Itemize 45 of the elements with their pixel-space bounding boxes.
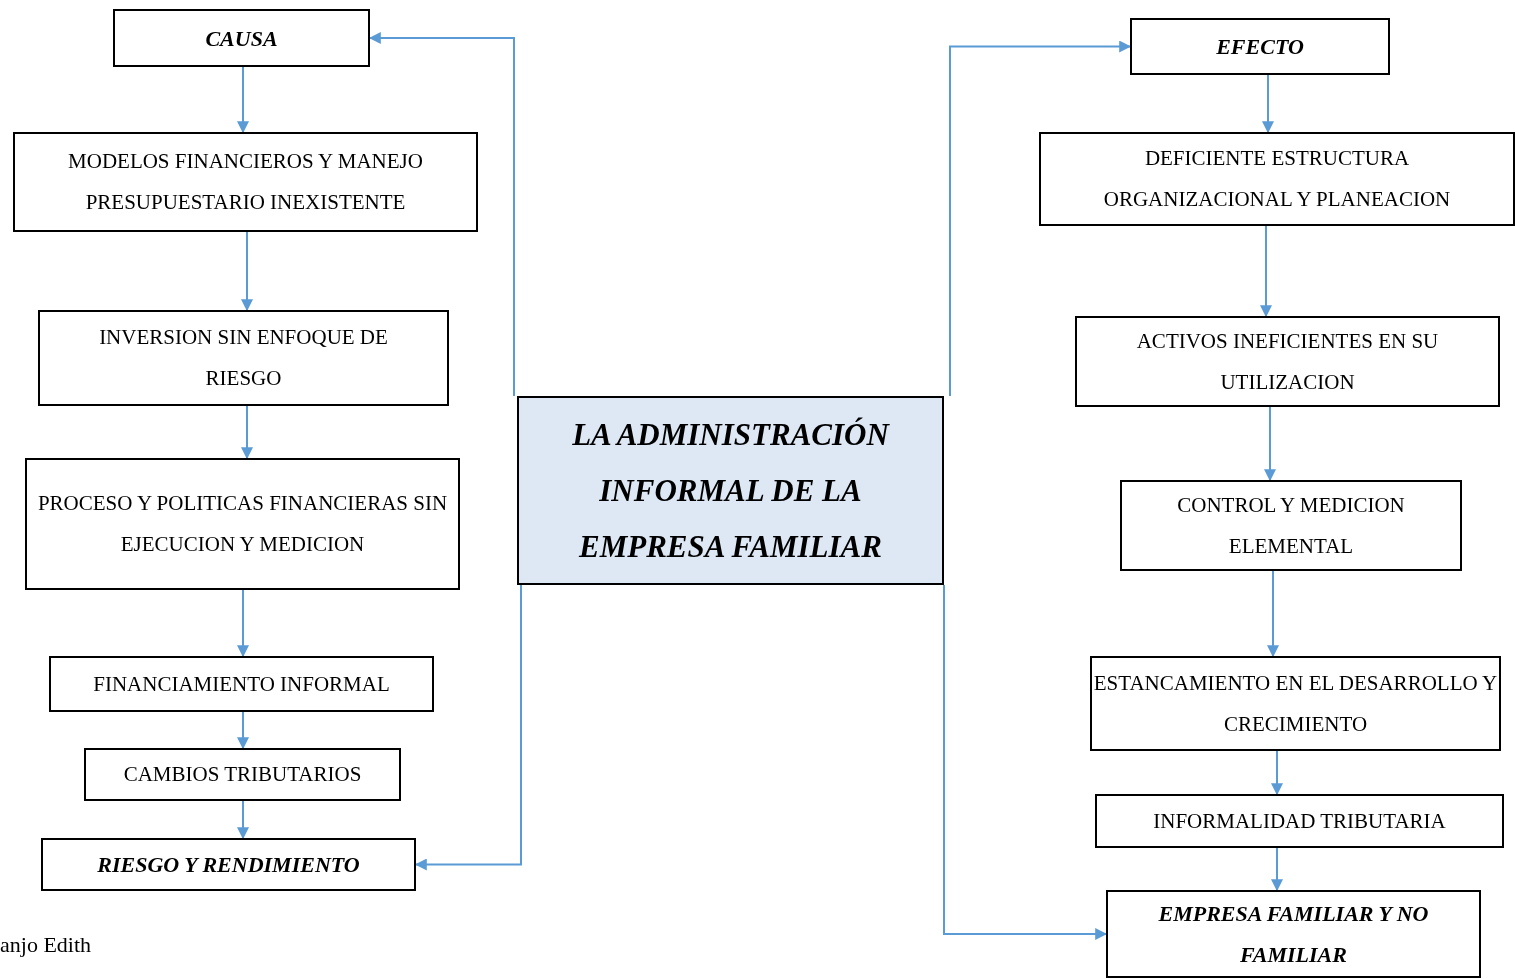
box-text: FINANCIAMIENTO INFORMAL (93, 670, 390, 698)
box-text: EMPRESA FAMILIAR Y NO FAMILIAR (1157, 900, 1430, 969)
box-text: EFECTO (1216, 33, 1304, 61)
central-topic-box (517, 396, 944, 585)
box-text: ACTIVOS INEFICIENTES EN SU UTILIZACION (1135, 327, 1440, 396)
process-box (13, 132, 478, 232)
arrow (1262, 74, 1274, 134)
box-text: PROCESO Y POLITICAS FINANCIERAS SIN EJECUCION Y MEDICION (36, 490, 449, 558)
box-text: LA ADMINISTRACIÓN INFORMAL DE LA EMPRESA FAMILIAR (571, 415, 891, 566)
process-box (1075, 316, 1500, 407)
arrow (1260, 225, 1272, 318)
arrow (949, 40, 1132, 397)
arrow (1271, 847, 1283, 892)
arrow (241, 231, 253, 312)
box-text: INVERSION SIN ENFOQUE DE RIESGO (98, 324, 389, 392)
arrow (1267, 570, 1279, 658)
box-text: RIESGO Y RENDIMIENTO (97, 851, 360, 879)
process-box (84, 748, 401, 801)
arrow (237, 711, 249, 750)
box-text: ESTANCAMIENTO EN EL DESARROLLO Y CRECIMIENTO (1092, 669, 1499, 738)
arrow (237, 800, 249, 840)
process-box (1095, 794, 1504, 848)
arrow (1264, 406, 1276, 482)
process-box (49, 656, 434, 712)
arrow (237, 589, 249, 658)
arrow (237, 66, 249, 134)
process-box (1039, 132, 1515, 226)
process-box (1120, 480, 1462, 571)
box-text: CONTROL Y MEDICION ELEMENTAL (1176, 491, 1406, 560)
box-text: CAUSA (205, 24, 278, 53)
heading-box (41, 838, 416, 891)
arrow (241, 405, 253, 460)
arrow (1271, 750, 1283, 796)
heading-box (1130, 18, 1390, 75)
heading-box (113, 9, 370, 67)
process-box (38, 310, 449, 406)
box-text: MODELOS FINANCIEROS Y MANEJO PRESUPUESTARIO INEXISTENTE (67, 148, 424, 216)
heading-box (1106, 890, 1481, 978)
box-text: INFORMALIDAD TRIBUTARIA (1153, 807, 1446, 835)
arrow (943, 584, 1108, 940)
source-note: anjo Edith (0, 932, 92, 958)
box-text: CAMBIOS TRIBUTARIOS (123, 761, 362, 788)
box-text: DEFICIENTE ESTRUCTURA ORGANIZACIONAL Y PLANEACION (1102, 145, 1452, 213)
process-box (1090, 656, 1501, 751)
process-box (25, 458, 460, 590)
